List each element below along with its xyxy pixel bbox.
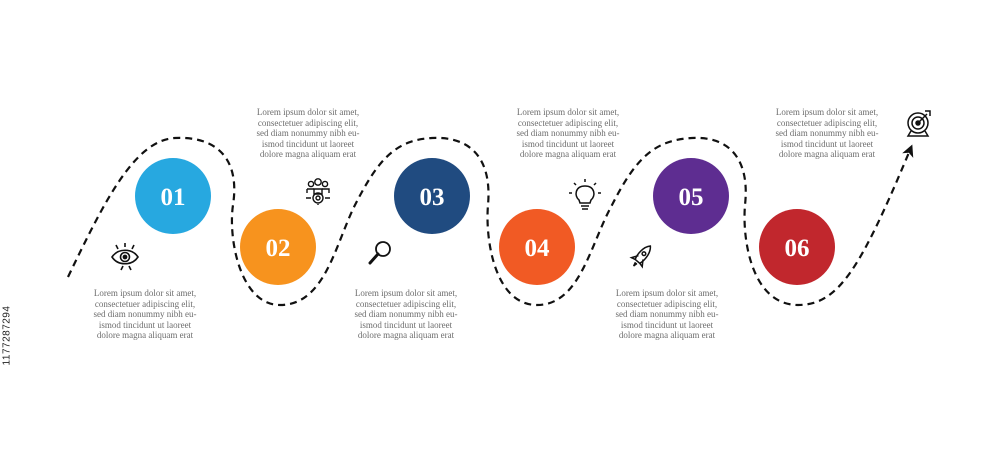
step-1-badge: 01 bbox=[135, 158, 211, 234]
target-icon bbox=[906, 110, 931, 137]
step-4-line-2: consectetuer adipiscing elit, bbox=[517, 117, 619, 128]
step-3-badge: 03 bbox=[394, 158, 470, 234]
step-5-line-2: consectetuer adipiscing elit, bbox=[616, 298, 718, 309]
team-gear-icon bbox=[306, 178, 330, 205]
step-3-line-3: sed diam nonummy nibh eu- bbox=[354, 309, 458, 320]
step-2-description: Lorem ipsum dolor sit amet, consectetuer… bbox=[243, 107, 373, 160]
step-1-description: Lorem ipsum dolor sit amet, consectetuer… bbox=[80, 288, 210, 341]
step-5-badge: 05 bbox=[653, 158, 729, 234]
step-2-badge: 02 bbox=[240, 209, 316, 285]
step-5-number: 05 bbox=[679, 184, 704, 211]
step-3-line-2: consectetuer adipiscing elit, bbox=[355, 298, 457, 309]
step-5-line-3: sed diam nonummy nibh eu- bbox=[615, 309, 719, 320]
step-4-description: Lorem ipsum dolor sit amet, consectetuer… bbox=[503, 107, 633, 160]
step-6-circle bbox=[759, 209, 835, 285]
step-3-line-1: Lorem ipsum dolor sit amet, bbox=[354, 288, 458, 298]
step-3-number: 03 bbox=[420, 184, 445, 211]
step-3-description: Lorem ipsum dolor sit amet, consectetuer… bbox=[341, 288, 471, 341]
step-1-line-2: consectetuer adipiscing elit, bbox=[94, 298, 196, 309]
step-4-badge: 04 bbox=[499, 209, 575, 285]
step-2-number: 02 bbox=[266, 235, 291, 262]
step-6-description: Lorem ipsum dolor sit amet, consectetuer… bbox=[762, 107, 892, 160]
step-4-line-3: sed diam nonummy nibh eu- bbox=[516, 128, 620, 139]
step-4-line-4: ismod tincidunt ut laoreet bbox=[521, 138, 615, 149]
step-6-line-2: consectetuer adipiscing elit, bbox=[776, 117, 878, 128]
step-4-line-1: Lorem ipsum dolor sit amet, bbox=[516, 107, 620, 117]
step-6-number: 06 bbox=[785, 235, 810, 262]
step-1-line-4: ismod tincidunt ut laoreet bbox=[98, 319, 192, 330]
step-5-line-1: Lorem ipsum dolor sit amet, bbox=[615, 288, 719, 298]
lightbulb-icon bbox=[569, 179, 601, 210]
step-6-badge: 06 bbox=[759, 209, 835, 285]
magnifier-icon bbox=[368, 241, 391, 265]
step-1-line-1: Lorem ipsum dolor sit amet, bbox=[93, 288, 197, 298]
step-4-line-5: dolore magna aliquam erat bbox=[519, 149, 617, 160]
step-2-line-2: consectetuer adipiscing elit, bbox=[257, 117, 359, 128]
step-1-line-5: dolore magna aliquam erat bbox=[96, 330, 194, 341]
step-1-number: 01 bbox=[161, 184, 186, 211]
step-3-line-5: dolore magna aliquam erat bbox=[357, 330, 455, 341]
eye-icon bbox=[111, 243, 139, 271]
step-5-line-5: dolore magna aliquam erat bbox=[618, 330, 716, 341]
step-4-number: 04 bbox=[525, 235, 551, 262]
step-4-circle bbox=[499, 209, 575, 285]
step-6-line-1: Lorem ipsum dolor sit amet, bbox=[775, 107, 879, 117]
step-2-circle bbox=[240, 209, 316, 285]
rocket-icon bbox=[629, 245, 652, 269]
step-5-line-4: ismod tincidunt ut laoreet bbox=[620, 319, 714, 330]
step-2-line-3: sed diam nonummy nibh eu- bbox=[256, 128, 360, 139]
dashed-route-path bbox=[67, 136, 914, 307]
step-2-line-4: ismod tincidunt ut laoreet bbox=[261, 138, 355, 149]
step-6-line-4: ismod tincidunt ut laoreet bbox=[780, 138, 874, 149]
stock-image-id: 1177287294 bbox=[1, 305, 13, 366]
step-2-line-1: Lorem ipsum dolor sit amet, bbox=[256, 107, 360, 117]
step-6-line-3: sed diam nonummy nibh eu- bbox=[775, 128, 879, 139]
step-1-circle bbox=[135, 158, 211, 234]
step-5-circle bbox=[653, 158, 729, 234]
step-3-circle bbox=[394, 158, 470, 234]
step-3-line-4: ismod tincidunt ut laoreet bbox=[359, 319, 453, 330]
step-6-line-5: dolore magna aliquam erat bbox=[778, 149, 876, 160]
step-1-line-3: sed diam nonummy nibh eu- bbox=[93, 309, 197, 320]
step-5-description: Lorem ipsum dolor sit amet, consectetuer… bbox=[602, 288, 732, 341]
step-2-line-5: dolore magna aliquam erat bbox=[259, 149, 357, 160]
